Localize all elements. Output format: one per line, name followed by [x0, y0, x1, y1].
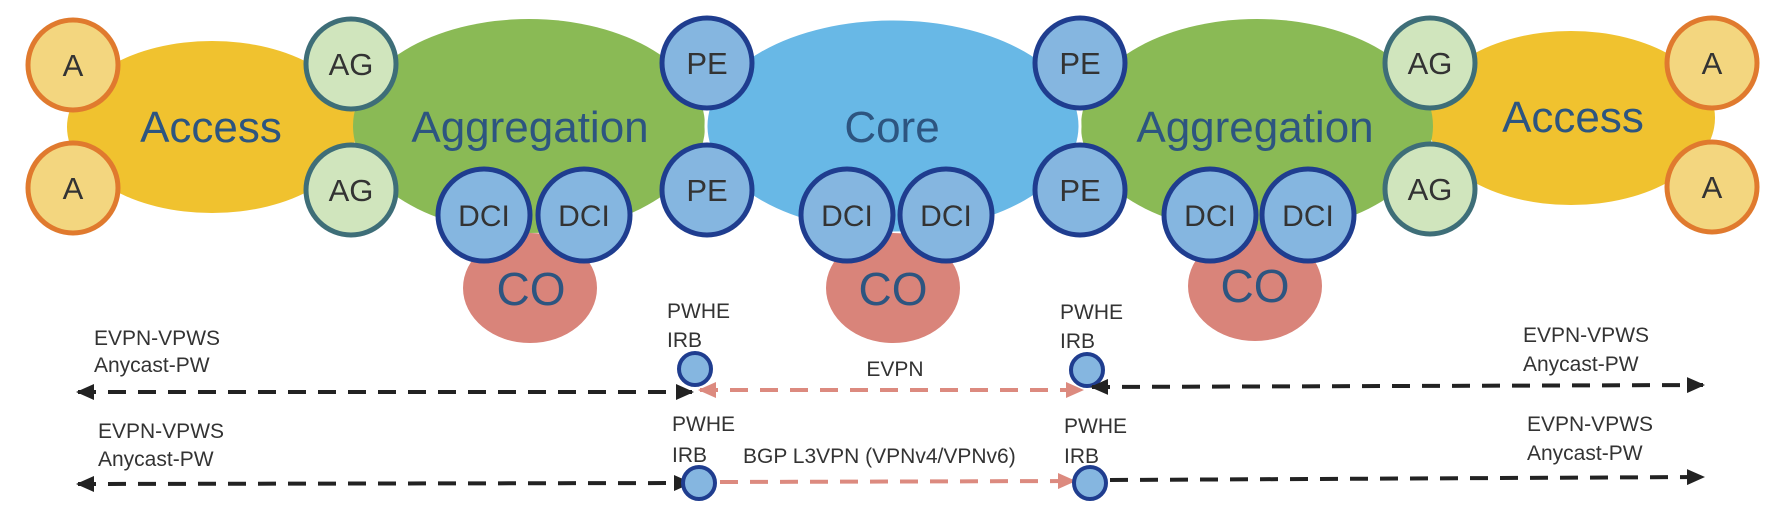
- dci-node[interactable]: DCI: [1259, 166, 1357, 264]
- flow-left-label-line2: Anycast-PW: [98, 448, 214, 471]
- aggregation-node[interactable]: AG: [1382, 141, 1478, 237]
- dci-node-label: DCI: [1184, 200, 1236, 233]
- irb-label-left: IRB: [667, 329, 702, 352]
- flow-evpn: EVPN-VPWS Anycast-PW PWHE IRB EVPN PWHE …: [76, 300, 1705, 400]
- access-node[interactable]: A: [1664, 139, 1760, 235]
- aggregation-node-label: AG: [329, 173, 374, 208]
- co-label-core: CO: [859, 263, 928, 315]
- aggregation-node-label: AG: [1408, 46, 1453, 81]
- aggregation-node[interactable]: AG: [1382, 15, 1478, 111]
- zone-label-access-right: Access: [1502, 93, 1644, 142]
- dci-node[interactable]: DCI: [798, 166, 896, 264]
- dci-node-label: DCI: [821, 200, 873, 233]
- dci-node[interactable]: DCI: [435, 166, 533, 264]
- flow-middle-label: BGP L3VPN (VPNv4/VPNv6): [743, 445, 1016, 468]
- flow-right-label-line2: Anycast-PW: [1523, 353, 1639, 376]
- flow-right-label-line2: Anycast-PW: [1527, 442, 1643, 465]
- flow-right-label-line1: EVPN-VPWS: [1523, 324, 1649, 347]
- aggregation-node-label: AG: [329, 47, 374, 82]
- pe-node-label: PE: [1059, 173, 1100, 208]
- access-node[interactable]: A: [25, 17, 121, 113]
- flow-left-label-line1: EVPN-VPWS: [98, 420, 224, 443]
- access-node-label: A: [1702, 170, 1723, 205]
- flow-right-label-line1: EVPN-VPWS: [1527, 413, 1653, 436]
- evpn-vpws-arrow-right: [1090, 377, 1705, 395]
- pe-node[interactable]: PE: [1032, 15, 1128, 111]
- zone-label-aggregation-left: Aggregation: [411, 103, 648, 152]
- irb-label-right: IRB: [1060, 330, 1095, 353]
- zone-aggregation-right: [1081, 19, 1433, 233]
- zone-access-right: [1427, 31, 1715, 205]
- pe-node[interactable]: PE: [659, 142, 755, 238]
- pwhe-irb-node-right[interactable]: [1069, 352, 1105, 388]
- pe-node[interactable]: PE: [1032, 142, 1128, 238]
- pe-node-label: PE: [686, 173, 727, 208]
- dci-node[interactable]: DCI: [535, 166, 633, 264]
- zone-label-core: Core: [844, 103, 939, 152]
- zone-access-left: [67, 41, 357, 213]
- pwhe-label-right: PWHE: [1064, 415, 1127, 438]
- dci-node-label: DCI: [558, 200, 610, 233]
- pwhe-irb-node-right[interactable]: [1072, 465, 1108, 501]
- pwhe-label-left: PWHE: [672, 413, 735, 436]
- evpn-vpws-arrow-left: [76, 475, 692, 492]
- aggregation-node[interactable]: AG: [303, 142, 399, 238]
- flow-middle-label: EVPN: [866, 358, 923, 381]
- pe-node-label: PE: [686, 46, 727, 81]
- dci-node-label: DCI: [458, 200, 510, 233]
- flow-bgp-l3vpn: EVPN-VPWS Anycast-PW PWHE IRB BGP L3VPN …: [76, 413, 1705, 501]
- access-node-label: A: [63, 48, 84, 83]
- pe-node[interactable]: PE: [659, 15, 755, 111]
- pwhe-irb-node-left[interactable]: [681, 465, 717, 501]
- dci-node-label: DCI: [920, 200, 972, 233]
- irb-label-left: IRB: [672, 444, 707, 467]
- flow-left-label-line2: Anycast-PW: [94, 354, 210, 377]
- pwhe-label-left: PWHE: [667, 300, 730, 323]
- bgp-l3vpn-arrow: [719, 473, 1076, 490]
- zone-label-access-left: Access: [140, 103, 282, 152]
- co-label-left: CO: [497, 263, 566, 315]
- zone-label-aggregation-right: Aggregation: [1136, 103, 1373, 152]
- aggregation-node-label: AG: [1408, 172, 1453, 207]
- dci-node[interactable]: DCI: [897, 166, 995, 264]
- pe-node-label: PE: [1059, 46, 1100, 81]
- dci-node[interactable]: DCI: [1161, 166, 1259, 264]
- evpn-vpws-arrow-right: [1109, 469, 1705, 486]
- access-node-label: A: [63, 171, 84, 206]
- aggregation-node[interactable]: AG: [303, 16, 399, 112]
- access-node[interactable]: A: [1664, 15, 1760, 111]
- access-node-label: A: [1702, 46, 1723, 81]
- irb-label-right: IRB: [1064, 445, 1099, 468]
- access-node[interactable]: A: [25, 140, 121, 236]
- dci-node-label: DCI: [1282, 200, 1334, 233]
- flow-left-label-line1: EVPN-VPWS: [94, 327, 220, 350]
- co-label-right: CO: [1221, 260, 1290, 312]
- pwhe-label-right: PWHE: [1060, 301, 1123, 324]
- pwhe-irb-node-left[interactable]: [677, 351, 713, 387]
